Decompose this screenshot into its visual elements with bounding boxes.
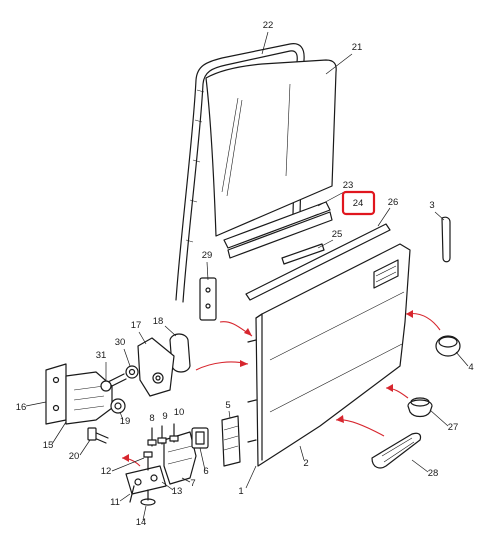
part-10-screw bbox=[169, 423, 179, 443]
callout-label-28: 28 bbox=[428, 468, 439, 479]
part-25-lower-strip bbox=[281, 243, 325, 265]
callout-label-13: 13 bbox=[172, 486, 183, 497]
callout-label-26: 26 bbox=[388, 197, 399, 208]
leader-line-12 bbox=[111, 457, 145, 472]
part-29-hinge-plate bbox=[199, 277, 217, 321]
leader-line-19 bbox=[119, 411, 124, 421]
part-12-bolt bbox=[143, 451, 153, 471]
leader-line-27 bbox=[429, 409, 449, 427]
part-16-hinge bbox=[45, 363, 113, 425]
leader-line-3 bbox=[434, 211, 445, 221]
part-26-waist-seal bbox=[245, 223, 391, 301]
part-3-strip bbox=[441, 216, 451, 263]
part-5-pad bbox=[221, 415, 241, 467]
part-20-bolt bbox=[87, 427, 109, 444]
callout-label-8: 8 bbox=[149, 413, 154, 424]
leader-line-22 bbox=[261, 31, 269, 55]
callout-label-23: 23 bbox=[343, 180, 354, 191]
callout-label-11: 11 bbox=[110, 497, 120, 508]
callout-label-24: 24 bbox=[353, 198, 364, 209]
callout-label-29: 29 bbox=[202, 250, 213, 261]
callout-label-14: 14 bbox=[136, 517, 147, 528]
callout-label-4: 4 bbox=[468, 362, 473, 373]
callout-label-5: 5 bbox=[225, 400, 230, 411]
leader-line-4 bbox=[455, 351, 469, 367]
leader-line-16 bbox=[25, 401, 47, 407]
callout-label-31: 31 bbox=[96, 350, 107, 361]
callout-label-22: 22 bbox=[263, 20, 274, 31]
leader-line-23 bbox=[317, 191, 345, 207]
callout-label-10: 10 bbox=[174, 407, 185, 418]
leader-line-2 bbox=[299, 445, 305, 461]
part-19-hinge-pin bbox=[110, 398, 126, 414]
leader-line-6 bbox=[199, 447, 206, 471]
part-23-glass-channel bbox=[223, 201, 333, 259]
leader-line-15 bbox=[51, 421, 67, 445]
leader-line-17 bbox=[138, 331, 147, 345]
leader-line-13 bbox=[161, 481, 174, 491]
leader-line-30 bbox=[123, 348, 131, 367]
part-13-bracket bbox=[125, 465, 167, 495]
leader-line-11 bbox=[119, 493, 131, 502]
leader-line-5 bbox=[228, 410, 231, 419]
callout-label-27: 27 bbox=[448, 422, 459, 433]
callout-label-18: 18 bbox=[153, 316, 164, 327]
assembly-arrows bbox=[121, 310, 441, 467]
callout-label-21: 21 bbox=[352, 42, 363, 53]
part-7-striker bbox=[163, 431, 197, 485]
leader-line-7 bbox=[181, 477, 191, 483]
part-31-bolt bbox=[100, 373, 127, 392]
part-4-grommet bbox=[435, 335, 461, 357]
highlight-box-part-24 bbox=[341, 190, 376, 216]
callout-label-3: 3 bbox=[429, 200, 434, 211]
callout-label-15: 15 bbox=[43, 440, 54, 451]
callout-label-16: 16 bbox=[16, 402, 27, 413]
part-2-door-shell bbox=[247, 243, 411, 467]
callout-label-6: 6 bbox=[203, 466, 208, 477]
leader-line-29 bbox=[206, 261, 209, 281]
leader-line-21 bbox=[325, 53, 353, 75]
leader-line-28 bbox=[411, 459, 429, 473]
leader-line-25 bbox=[317, 239, 334, 249]
part-28-handle bbox=[371, 432, 422, 469]
callout-label-19: 19 bbox=[120, 416, 131, 427]
leader-line-18 bbox=[164, 325, 177, 337]
callout-label-1: 1 bbox=[238, 486, 243, 497]
callout-label-25: 25 bbox=[332, 229, 343, 240]
callout-label-7: 7 bbox=[190, 478, 195, 489]
part-18-buffer bbox=[169, 333, 191, 373]
part-6-plate bbox=[191, 427, 209, 449]
part-30-washer bbox=[125, 365, 139, 379]
leader-line-14 bbox=[142, 505, 147, 521]
leader-line-20 bbox=[79, 439, 91, 456]
callout-label-2: 2 bbox=[303, 458, 308, 469]
part-9-screw bbox=[157, 425, 167, 445]
callout-label-12: 12 bbox=[101, 466, 112, 477]
callout-label-9: 9 bbox=[162, 411, 167, 422]
leader-line-26 bbox=[377, 207, 391, 227]
part-21-door-glass bbox=[205, 59, 337, 237]
part-8-screw bbox=[147, 427, 157, 447]
callout-label-30: 30 bbox=[115, 337, 126, 348]
part-27-button bbox=[407, 397, 433, 418]
leader-lines bbox=[25, 31, 469, 521]
part-14-washer bbox=[140, 489, 156, 506]
part-22-glass-run-channel bbox=[175, 43, 305, 303]
part-11-bolt bbox=[129, 485, 135, 503]
callout-label-20: 20 bbox=[69, 451, 80, 462]
leader-line-1 bbox=[245, 465, 257, 489]
part-17-check-strap bbox=[137, 337, 175, 397]
callout-label-17: 17 bbox=[131, 320, 142, 331]
